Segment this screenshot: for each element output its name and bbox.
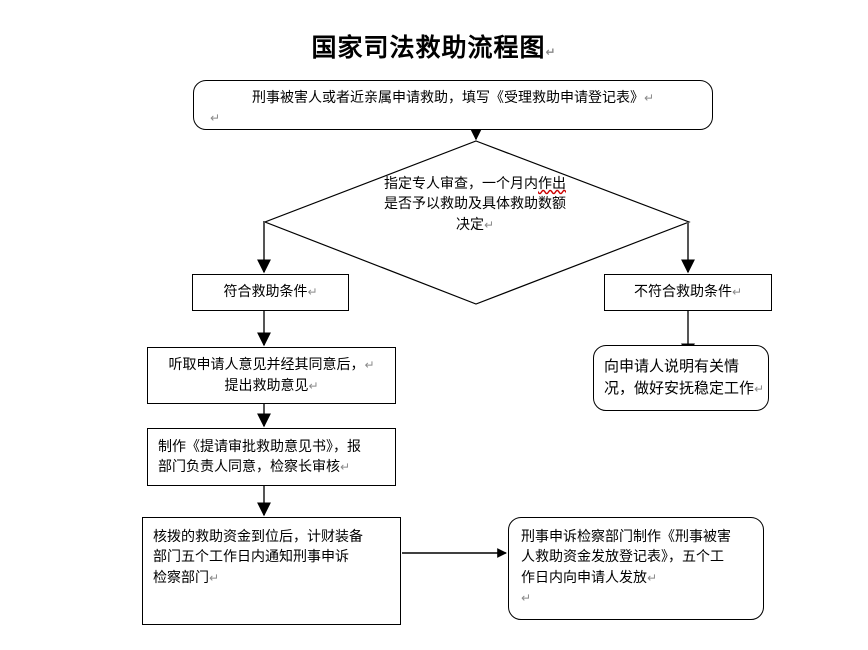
node-opinion-line1: 听取申请人意见并经其同意后，↵ <box>168 357 375 374</box>
node-not-eligible-line1: 不符合救助条件↵ <box>633 284 743 301</box>
page-title: 国家司法救助流程图↵ <box>0 28 868 64</box>
node-payout[interactable]: 刑事申诉检察部门制作《刑事被害 人救助资金发放登记表》，五个工 作日内向申请人发… <box>508 517 764 620</box>
node-report-line1: 制作《提请审批救助意见书》，报 <box>158 438 361 455</box>
node-opinion[interactable]: 听取申请人意见并经其同意后，↵ 提出救助意见↵ <box>147 347 396 404</box>
node-decision-line3: 决定↵ <box>455 216 495 233</box>
pilcrow: ↵ <box>308 378 319 393</box>
node-payout-line1: 刑事申诉检察部门制作《刑事被害 <box>521 529 731 545</box>
pilcrow: ↵ <box>364 358 375 373</box>
node-explain[interactable]: 向申请人说明有关情 况，做好安抚稳定工作↵ <box>593 345 769 411</box>
pilcrow: ↵ <box>340 460 351 474</box>
node-explain-line2: 况，做好安抚稳定工作↵ <box>604 379 765 397</box>
node-decision-line1: 指定专人审查，一个月内作出 <box>384 176 566 192</box>
title-pilcrow: ↵ <box>545 45 557 59</box>
pilcrow: ↵ <box>647 570 658 585</box>
decision-diamond-shape <box>263 140 691 305</box>
pilcrow: ↵ <box>521 590 532 605</box>
node-apply-line1: 刑事被害人或者近亲属申请救助，填写《受理救助申请登记表》↵ <box>251 90 655 106</box>
node-payout-line3: 作日内向申请人发放↵ <box>521 569 658 586</box>
node-funds-line2: 部门五个工作日内通知刑事申诉 <box>153 549 349 566</box>
node-funds-line1: 核拨的救助资金到位后，计财装备 <box>153 529 363 545</box>
spellcheck-text: 作出 <box>538 176 566 192</box>
pilcrow: ↵ <box>731 285 743 300</box>
node-report[interactable]: 制作《提请审批救助意见书》，报 部门负责人同意，检察长审核↵ <box>147 428 396 486</box>
node-report-line2: 部门负责人同意，检察长审核↵ <box>158 459 351 475</box>
node-decision-line2: 是否予以救助及具体救助数额 <box>384 196 566 213</box>
node-apply[interactable]: 刑事被害人或者近亲属申请救助，填写《受理救助申请登记表》↵ ↵ <box>193 80 713 130</box>
node-opinion-line2: 提出救助意见↵ <box>224 377 319 394</box>
pilcrow: ↵ <box>643 91 655 105</box>
pilcrow: ↵ <box>209 570 220 585</box>
node-payout-line4: ↵ <box>521 588 531 608</box>
node-eligible-line1: 符合救助条件↵ <box>223 284 318 301</box>
node-payout-line2: 人救助资金发放登记表》，五个工 <box>521 549 724 566</box>
pilcrow: ↵ <box>483 217 495 232</box>
pilcrow: ↵ <box>307 285 318 300</box>
node-not-eligible[interactable]: 不符合救助条件↵ <box>604 274 772 311</box>
node-funds[interactable]: 核拨的救助资金到位后，计财装备 部门五个工作日内通知刑事申诉 检察部门↵ <box>142 517 401 625</box>
page-title-text: 国家司法救助流程图 <box>311 33 546 62</box>
node-apply-line2: ↵ <box>198 108 708 128</box>
node-eligible[interactable]: 符合救助条件↵ <box>192 274 349 311</box>
node-decision[interactable]: 指定专人审查，一个月内作出 是否予以救助及具体救助数额 决定↵ <box>310 174 640 254</box>
pilcrow: ↵ <box>210 111 221 126</box>
node-funds-line3: 检察部门↵ <box>153 569 220 586</box>
node-explain-line1: 向申请人说明有关情 <box>604 357 740 376</box>
pilcrow: ↵ <box>754 382 765 396</box>
